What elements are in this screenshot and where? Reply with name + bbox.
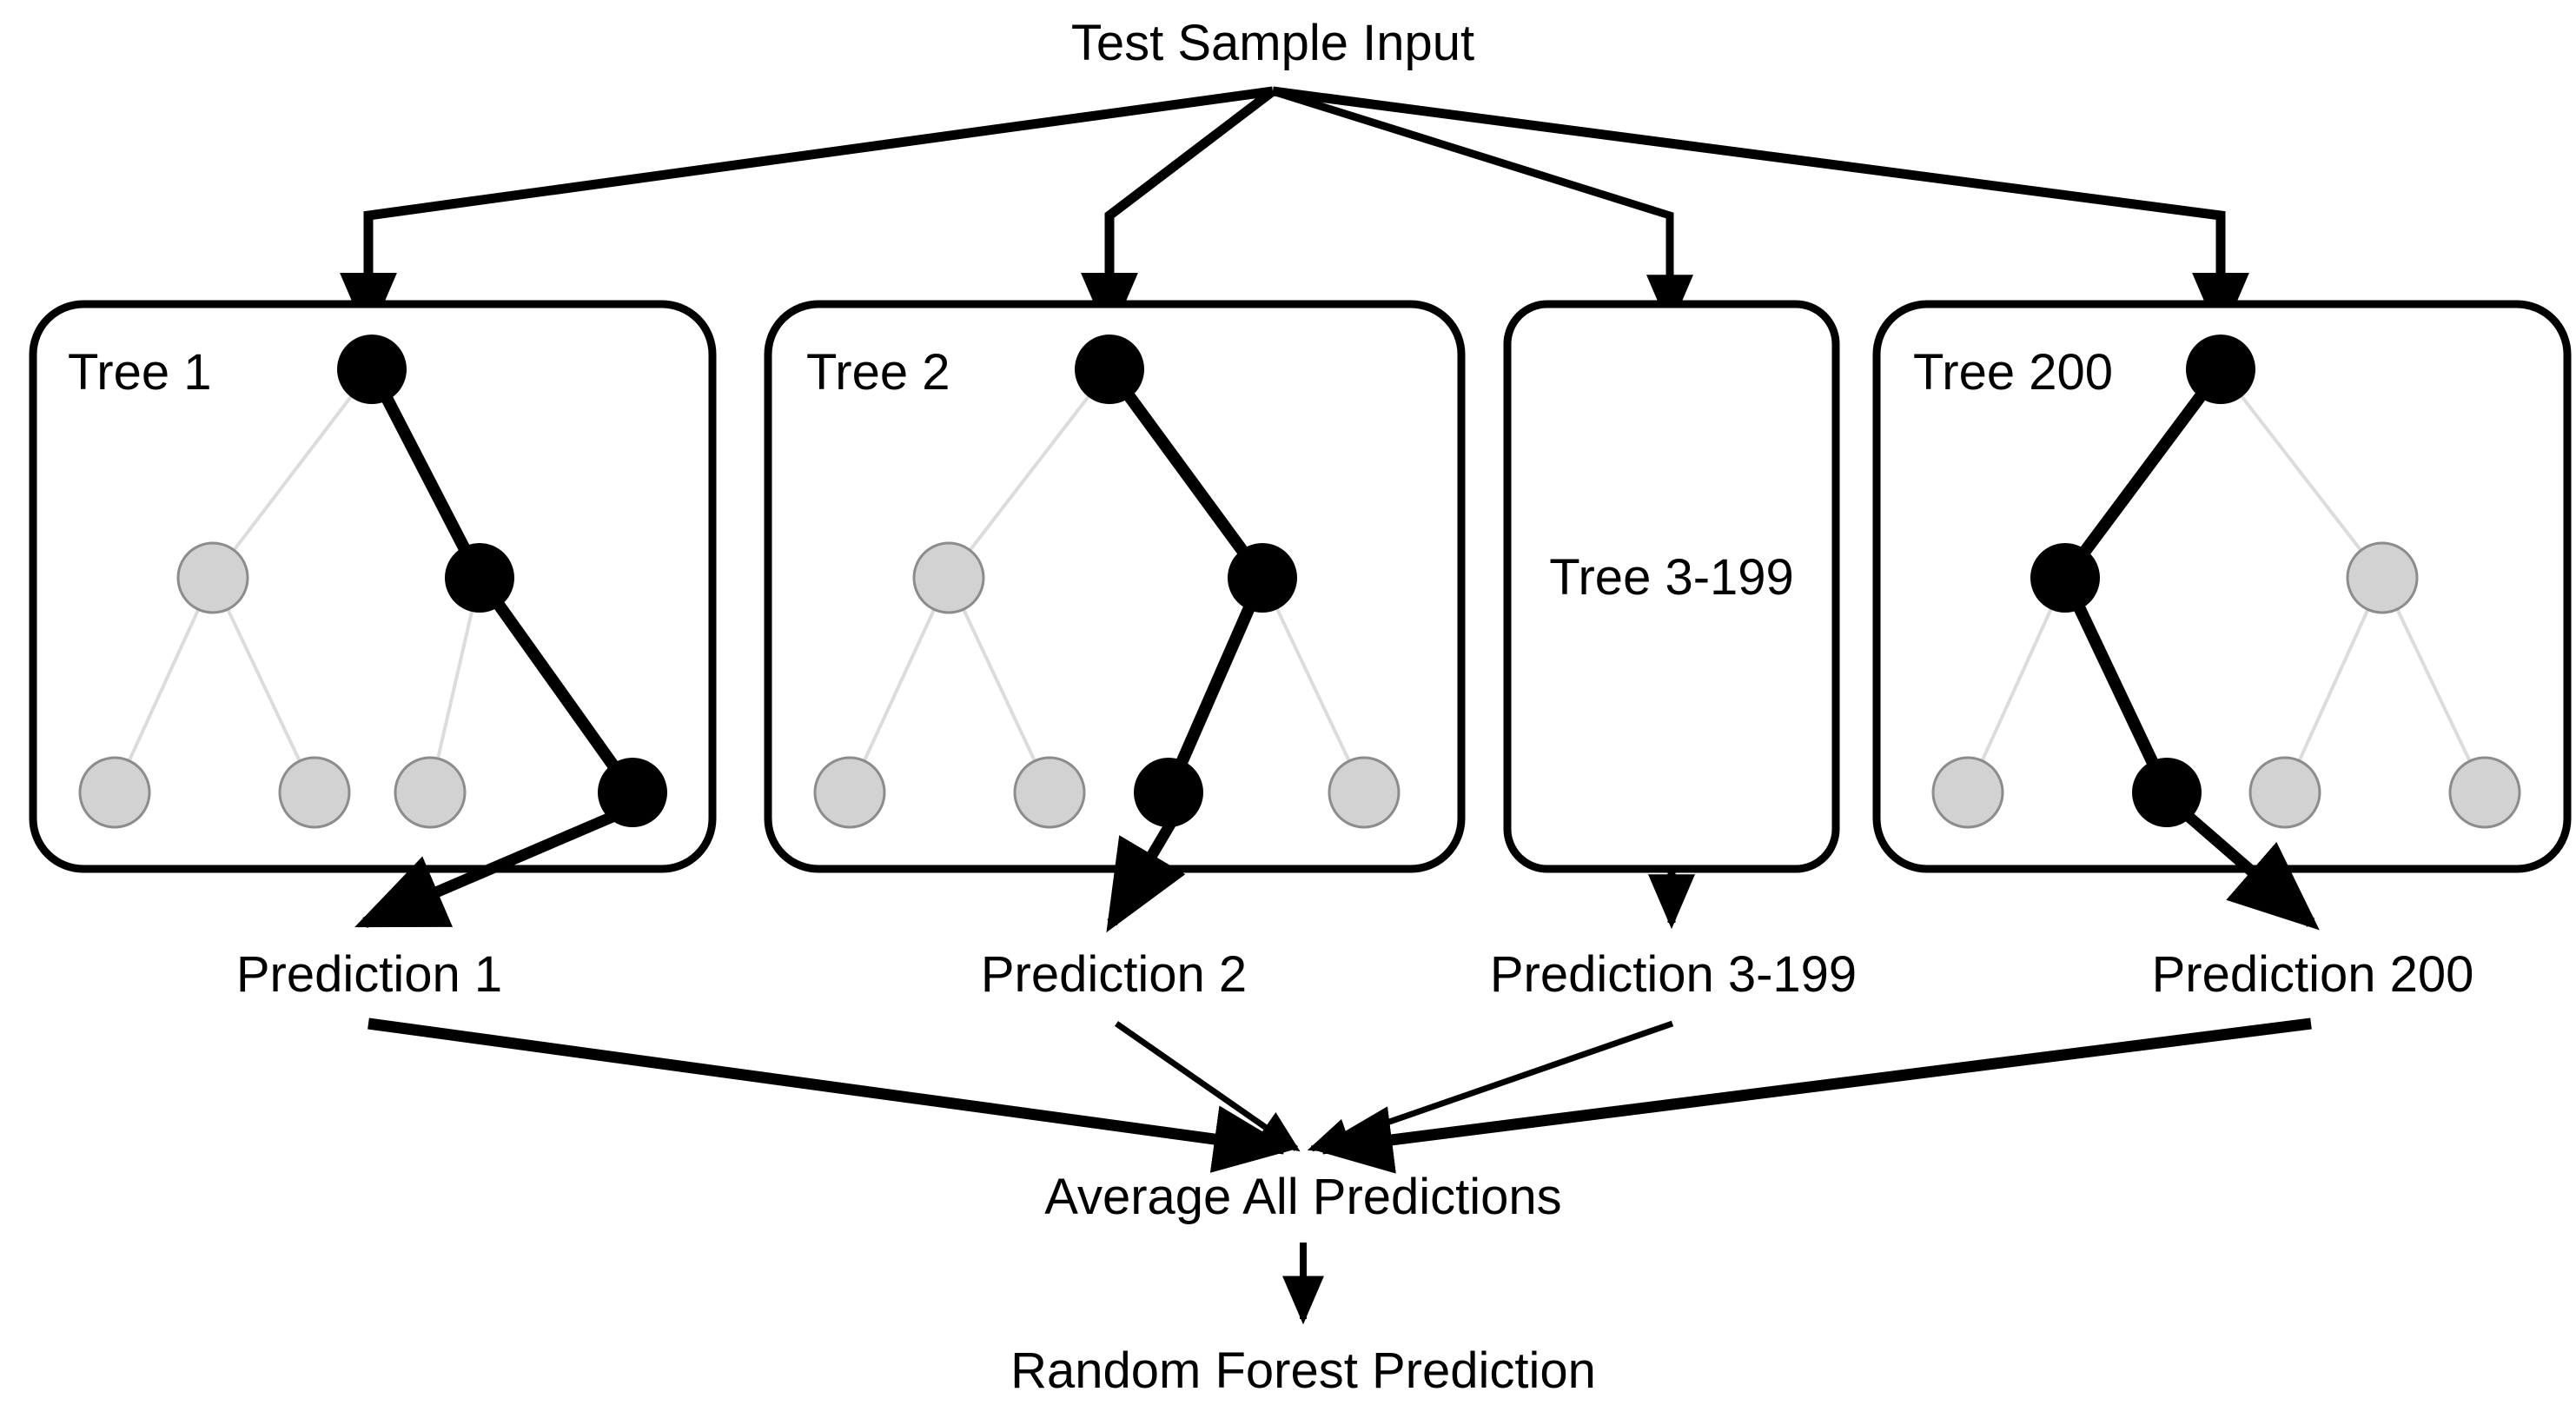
tree1-node-root [337, 335, 407, 404]
tree-box-200 [1872, 300, 2572, 873]
tree200-leaf-3 [2248, 756, 2321, 829]
prediction-label-1: Prediction 1 [235, 946, 503, 1003]
tree1-edge-l-right [211, 577, 316, 793]
tree200-leaf-4 [2448, 756, 2521, 829]
tree2-active-edge-root-right [1104, 365, 1268, 582]
tree200-node-left [2030, 543, 2100, 613]
tree200-node-root [2186, 335, 2255, 404]
tree1-edge-l-left [113, 577, 215, 793]
tree1-node-right [445, 543, 514, 613]
arrow-tree-200-to-prediction-200 [2175, 804, 2320, 931]
tree200-edge-root-right [2219, 368, 2384, 580]
page-title: Test Sample Input [1070, 15, 1475, 71]
tree-to-prediction-arrows [354, 799, 2320, 933]
tree-1-graph [78, 335, 667, 829]
tree200-edge-r-left [2283, 577, 2384, 793]
tree2-leaf-1 [813, 756, 886, 829]
prediction-to-average-arrows [368, 1017, 2312, 1174]
arrow-prediction-1-to-average [368, 1017, 1294, 1173]
arrow-input-to-tree-3-199 [1271, 87, 1693, 330]
tree-label-1: Tree 1 [68, 344, 212, 401]
prediction-label-200: Prediction 200 [2151, 946, 2474, 1003]
tree2-edge-root-left [947, 368, 1111, 580]
tree1-active-edge-r-right [474, 573, 638, 797]
tree-2-graph [813, 335, 1401, 829]
arrow-prediction-2-to-average [1115, 1021, 1301, 1152]
tree200-active-edge-root-left [2060, 365, 2226, 582]
tree-boxes [29, 300, 2572, 873]
prediction-label-2: Prediction 2 [980, 946, 1248, 1003]
tree1-active-edge-root-right [366, 366, 486, 581]
tree2-edge-l-left [848, 577, 950, 793]
tree200-edge-l-left [1966, 577, 2067, 793]
tree200-leaf-1 [1931, 756, 2004, 829]
arrow-input-to-tree-1 [340, 86, 1274, 340]
tree1-leaf-3 [394, 756, 467, 829]
tree2-node-root [1075, 335, 1144, 404]
tree2-leaf-4 [1328, 756, 1401, 829]
arrow-tree-1-to-prediction-1 [354, 799, 646, 928]
tree2-leaf-2 [1013, 756, 1086, 829]
tree2-edge-r-right [1261, 577, 1366, 793]
tree200-node-right [2346, 541, 2419, 614]
prediction-label-3-199: Prediction 3-199 [1489, 946, 1858, 1003]
tree200-active-edge-l-right [2059, 575, 2173, 795]
tree1-node-left [176, 541, 249, 614]
tree-200-graph [1931, 335, 2521, 829]
arrow-input-to-tree-200 [1272, 86, 2249, 340]
arrow-tree-2-to-prediction-2 [1106, 805, 1186, 933]
tree1-leaf-2 [278, 756, 351, 829]
tree-label-2: Tree 2 [806, 344, 950, 401]
tree200-edge-r-right [2381, 577, 2487, 793]
arrow-input-to-tree-2 [1081, 87, 1276, 340]
input-fanout-arrows [340, 86, 2249, 340]
tree1-edge-root-left [211, 368, 374, 580]
tree2-node-left [912, 541, 985, 614]
tree-label-3-199: Tree 3-199 [1549, 549, 1794, 606]
tree2-node-right [1228, 543, 1297, 613]
tree2-leaf-3-active [1134, 758, 1203, 827]
tree2-active-edge-r-left [1162, 575, 1268, 795]
tree2-edge-l-right [947, 577, 1051, 793]
average-all-predictions-label: Average All Predictions [1044, 1169, 1562, 1225]
random-forest-prediction-label: Random Forest Prediction [1010, 1342, 1596, 1399]
tree-box-3-199 [1503, 300, 1840, 873]
tree1-edge-r-left [428, 577, 481, 793]
tree-label-200: Tree 200 [1913, 344, 2113, 401]
arrow-prediction-200-to-average [1313, 1017, 2312, 1174]
tree1-leaf-1 [78, 756, 151, 829]
